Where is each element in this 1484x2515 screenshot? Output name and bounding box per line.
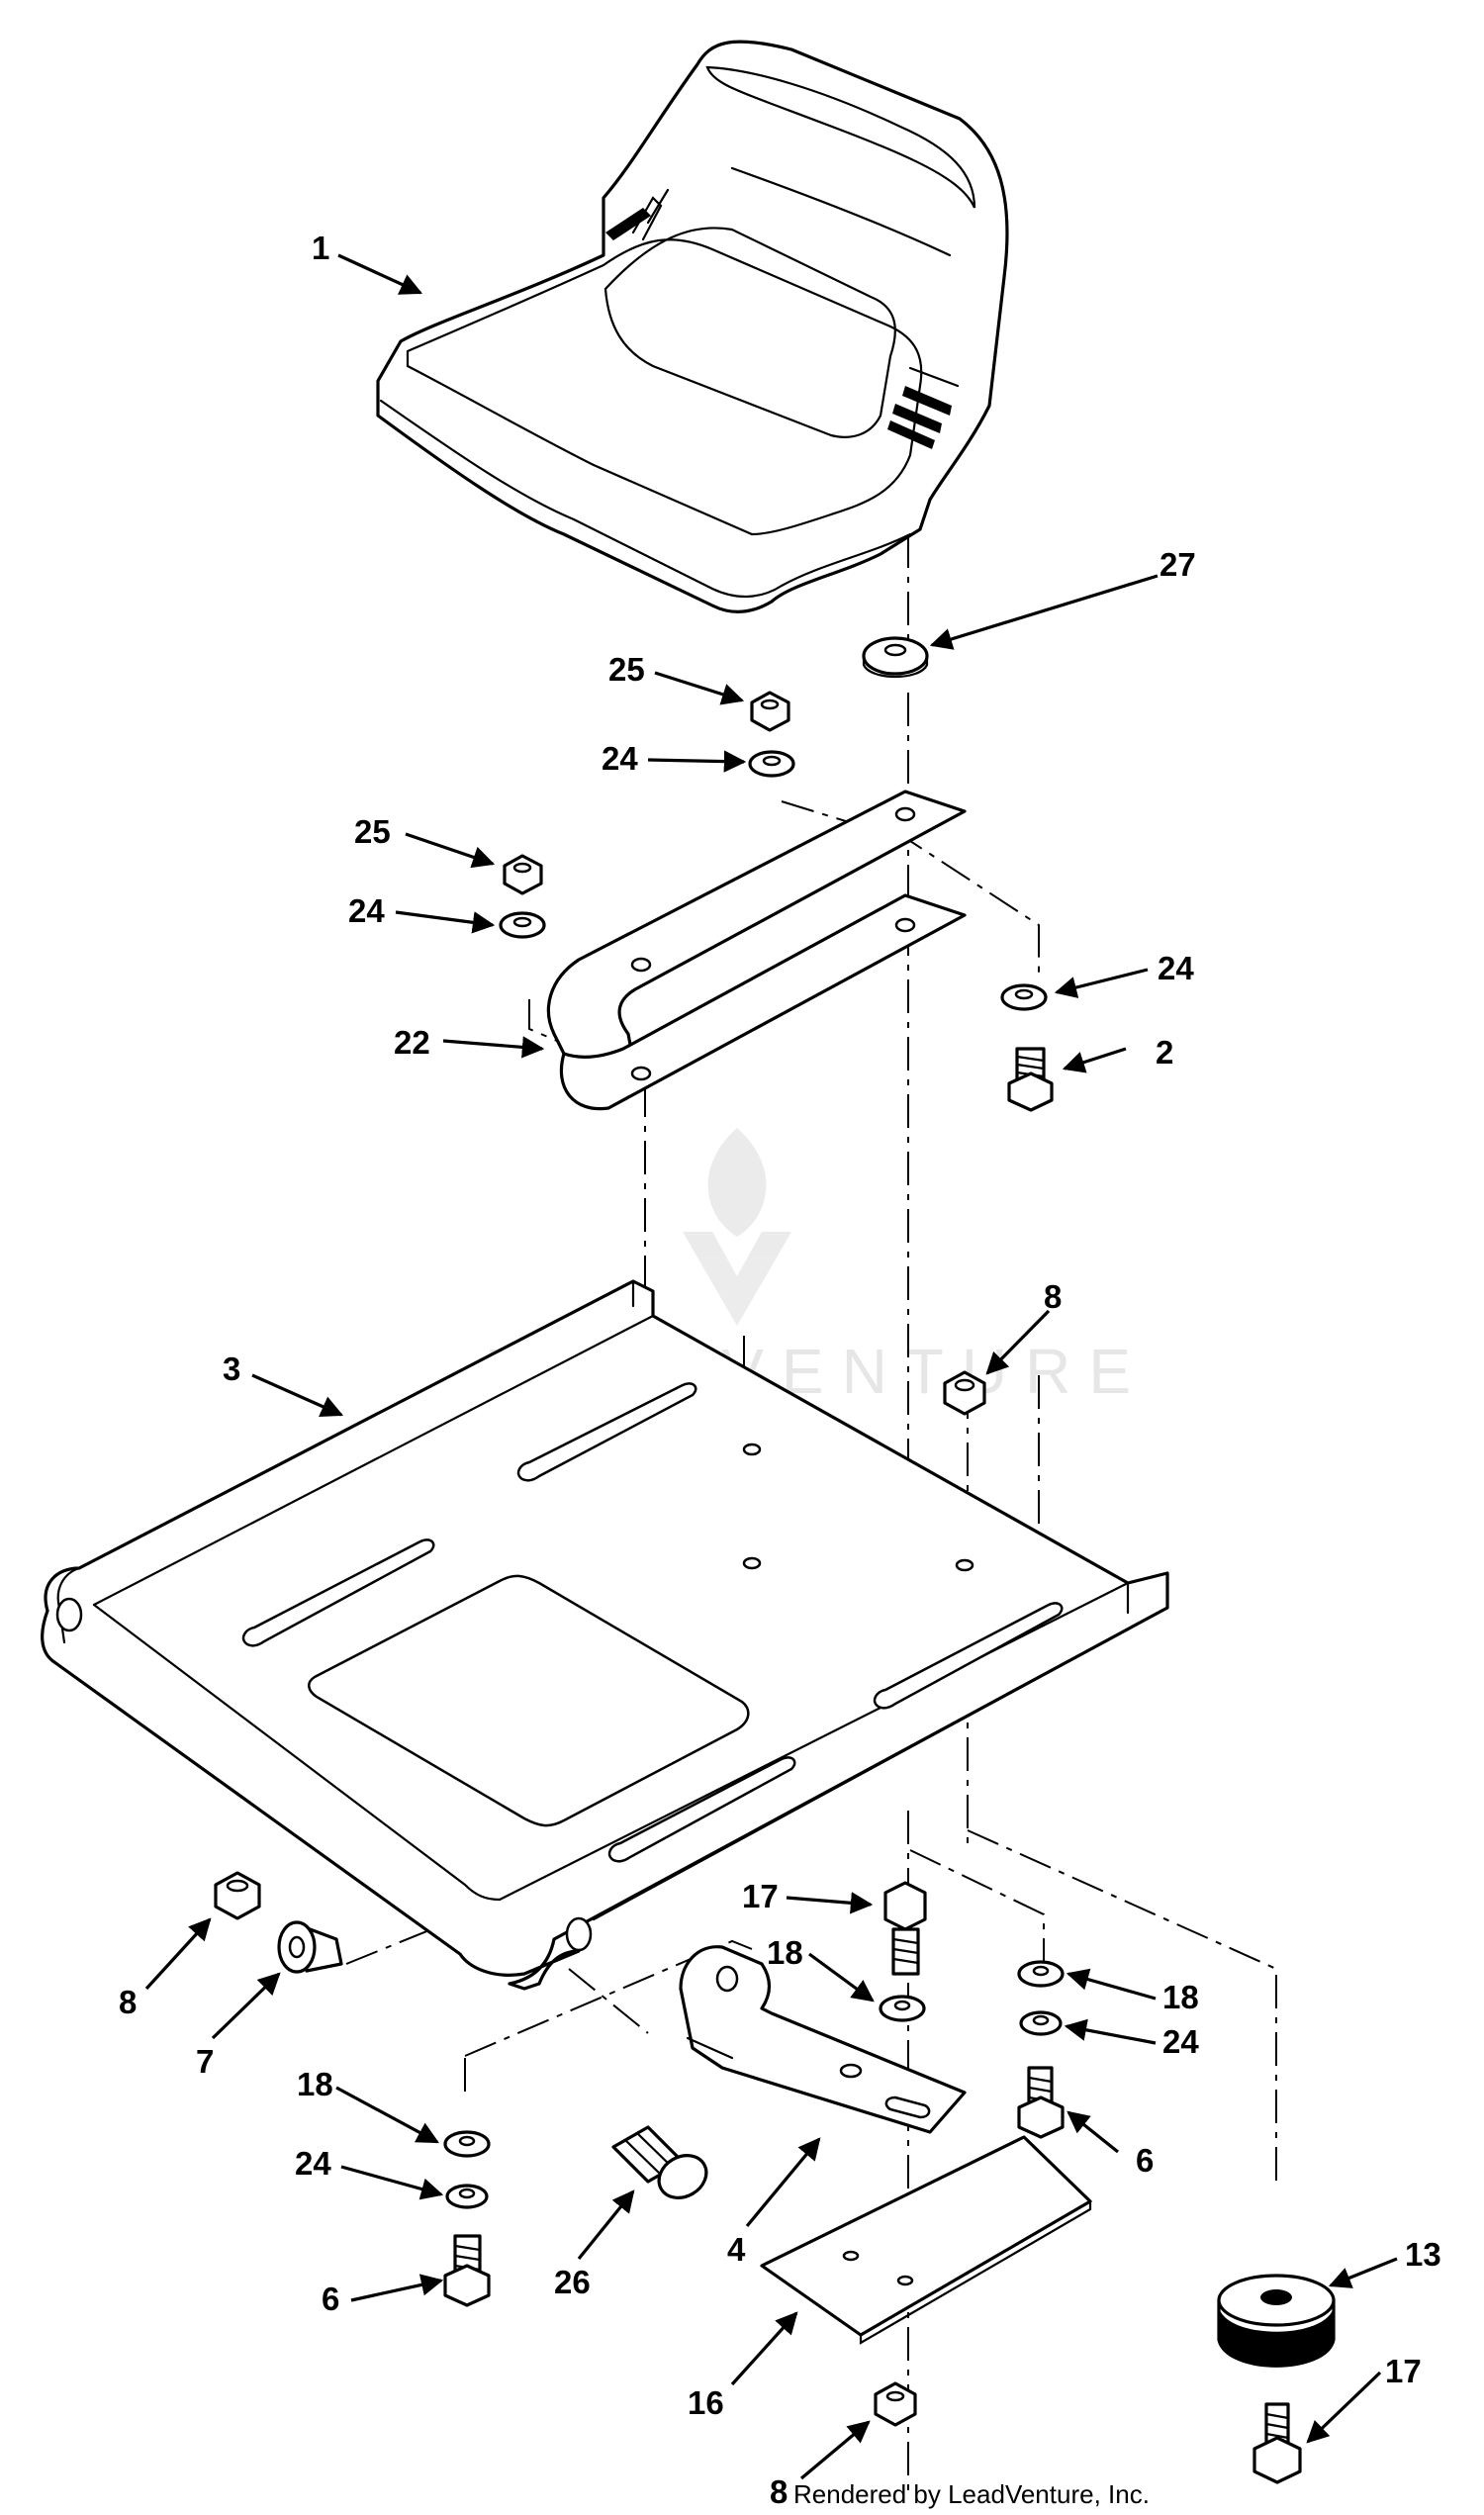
callout-17: 17: [1385, 2353, 1422, 2389]
callout-2: 2: [1156, 1034, 1173, 1071]
callout-24: 24: [348, 892, 385, 929]
callout-labels: 1 27 25 24 25 24 24 22 2 8 3 17 18 18 8 …: [119, 230, 1441, 2510]
part-3-seat-pan: [41, 1279, 1169, 1991]
callout-18: 18: [767, 1934, 803, 1971]
part-25-nut-upper-right: [750, 691, 790, 732]
callout-13: 13: [1405, 2236, 1441, 2273]
callout-18: 18: [1162, 1979, 1199, 2015]
part-18-washer-center: [879, 1995, 926, 2022]
part-24-washer-lower-right: [1019, 2010, 1063, 2036]
callout-24: 24: [1162, 2023, 1199, 2060]
part-6-bolt-right: [1017, 2066, 1065, 2139]
callout-6: 6: [322, 2281, 339, 2317]
callout-24: 24: [295, 2145, 331, 2182]
callout-8: 8: [770, 2473, 788, 2510]
callout-8: 8: [119, 1984, 137, 2020]
part-24-washer-upper-right: [748, 750, 795, 778]
part-25-nut-upper-left: [503, 854, 543, 895]
part-27-washer: [862, 636, 929, 679]
leader-lines: [144, 253, 1398, 2480]
callout-25: 25: [608, 651, 645, 688]
callout-16: 16: [688, 2384, 724, 2421]
part-1-seat: [376, 40, 1009, 613]
part-8-nut-left: [214, 1871, 261, 1920]
part-18-washer-right: [1017, 1960, 1065, 1988]
callout-8: 8: [1044, 1278, 1062, 1315]
part-24-washer-upper-left: [499, 911, 546, 939]
part-8-nut-lower: [874, 2381, 917, 2427]
callout-25: 25: [354, 813, 391, 850]
callout-4: 4: [727, 2231, 746, 2268]
callout-7: 7: [196, 2043, 214, 2080]
part-4-bracket: [679, 1945, 967, 2134]
rendered-by-credit: Rendered by LeadVenture, Inc.: [793, 2479, 1150, 2509]
part-16-plate: [760, 2135, 1092, 2345]
part-8-nut-upper: [943, 1370, 986, 1416]
callout-22: 22: [394, 1024, 430, 1061]
part-2-bolt: [1007, 1047, 1054, 1112]
callout-6: 6: [1136, 2142, 1154, 2179]
callout-26: 26: [554, 2264, 591, 2300]
callout-17: 17: [742, 1878, 779, 1914]
callout-1: 1: [312, 230, 329, 266]
part-24-washer-right: [1000, 983, 1048, 1011]
part-6-bolt-left: [443, 2234, 491, 2307]
callout-27: 27: [1159, 546, 1196, 583]
callout-18: 18: [297, 2066, 333, 2102]
callout-24: 24: [602, 740, 638, 777]
part-17-bolt-upper: [883, 1881, 927, 1976]
part-7-spacer: [277, 1920, 343, 1974]
part-18-washer-left: [443, 2130, 491, 2158]
part-24-washer-lower-left: [445, 2184, 489, 2209]
part-13-bumper: [1217, 2274, 1336, 2368]
watermark-logo: [683, 1128, 791, 1326]
callout-24: 24: [1158, 950, 1194, 986]
part-22-seat-bracket: [546, 790, 967, 1111]
part-17-bolt-lower: [1252, 2402, 1302, 2484]
callout-3: 3: [223, 1351, 240, 1387]
part-26-bolt: [611, 2125, 708, 2199]
